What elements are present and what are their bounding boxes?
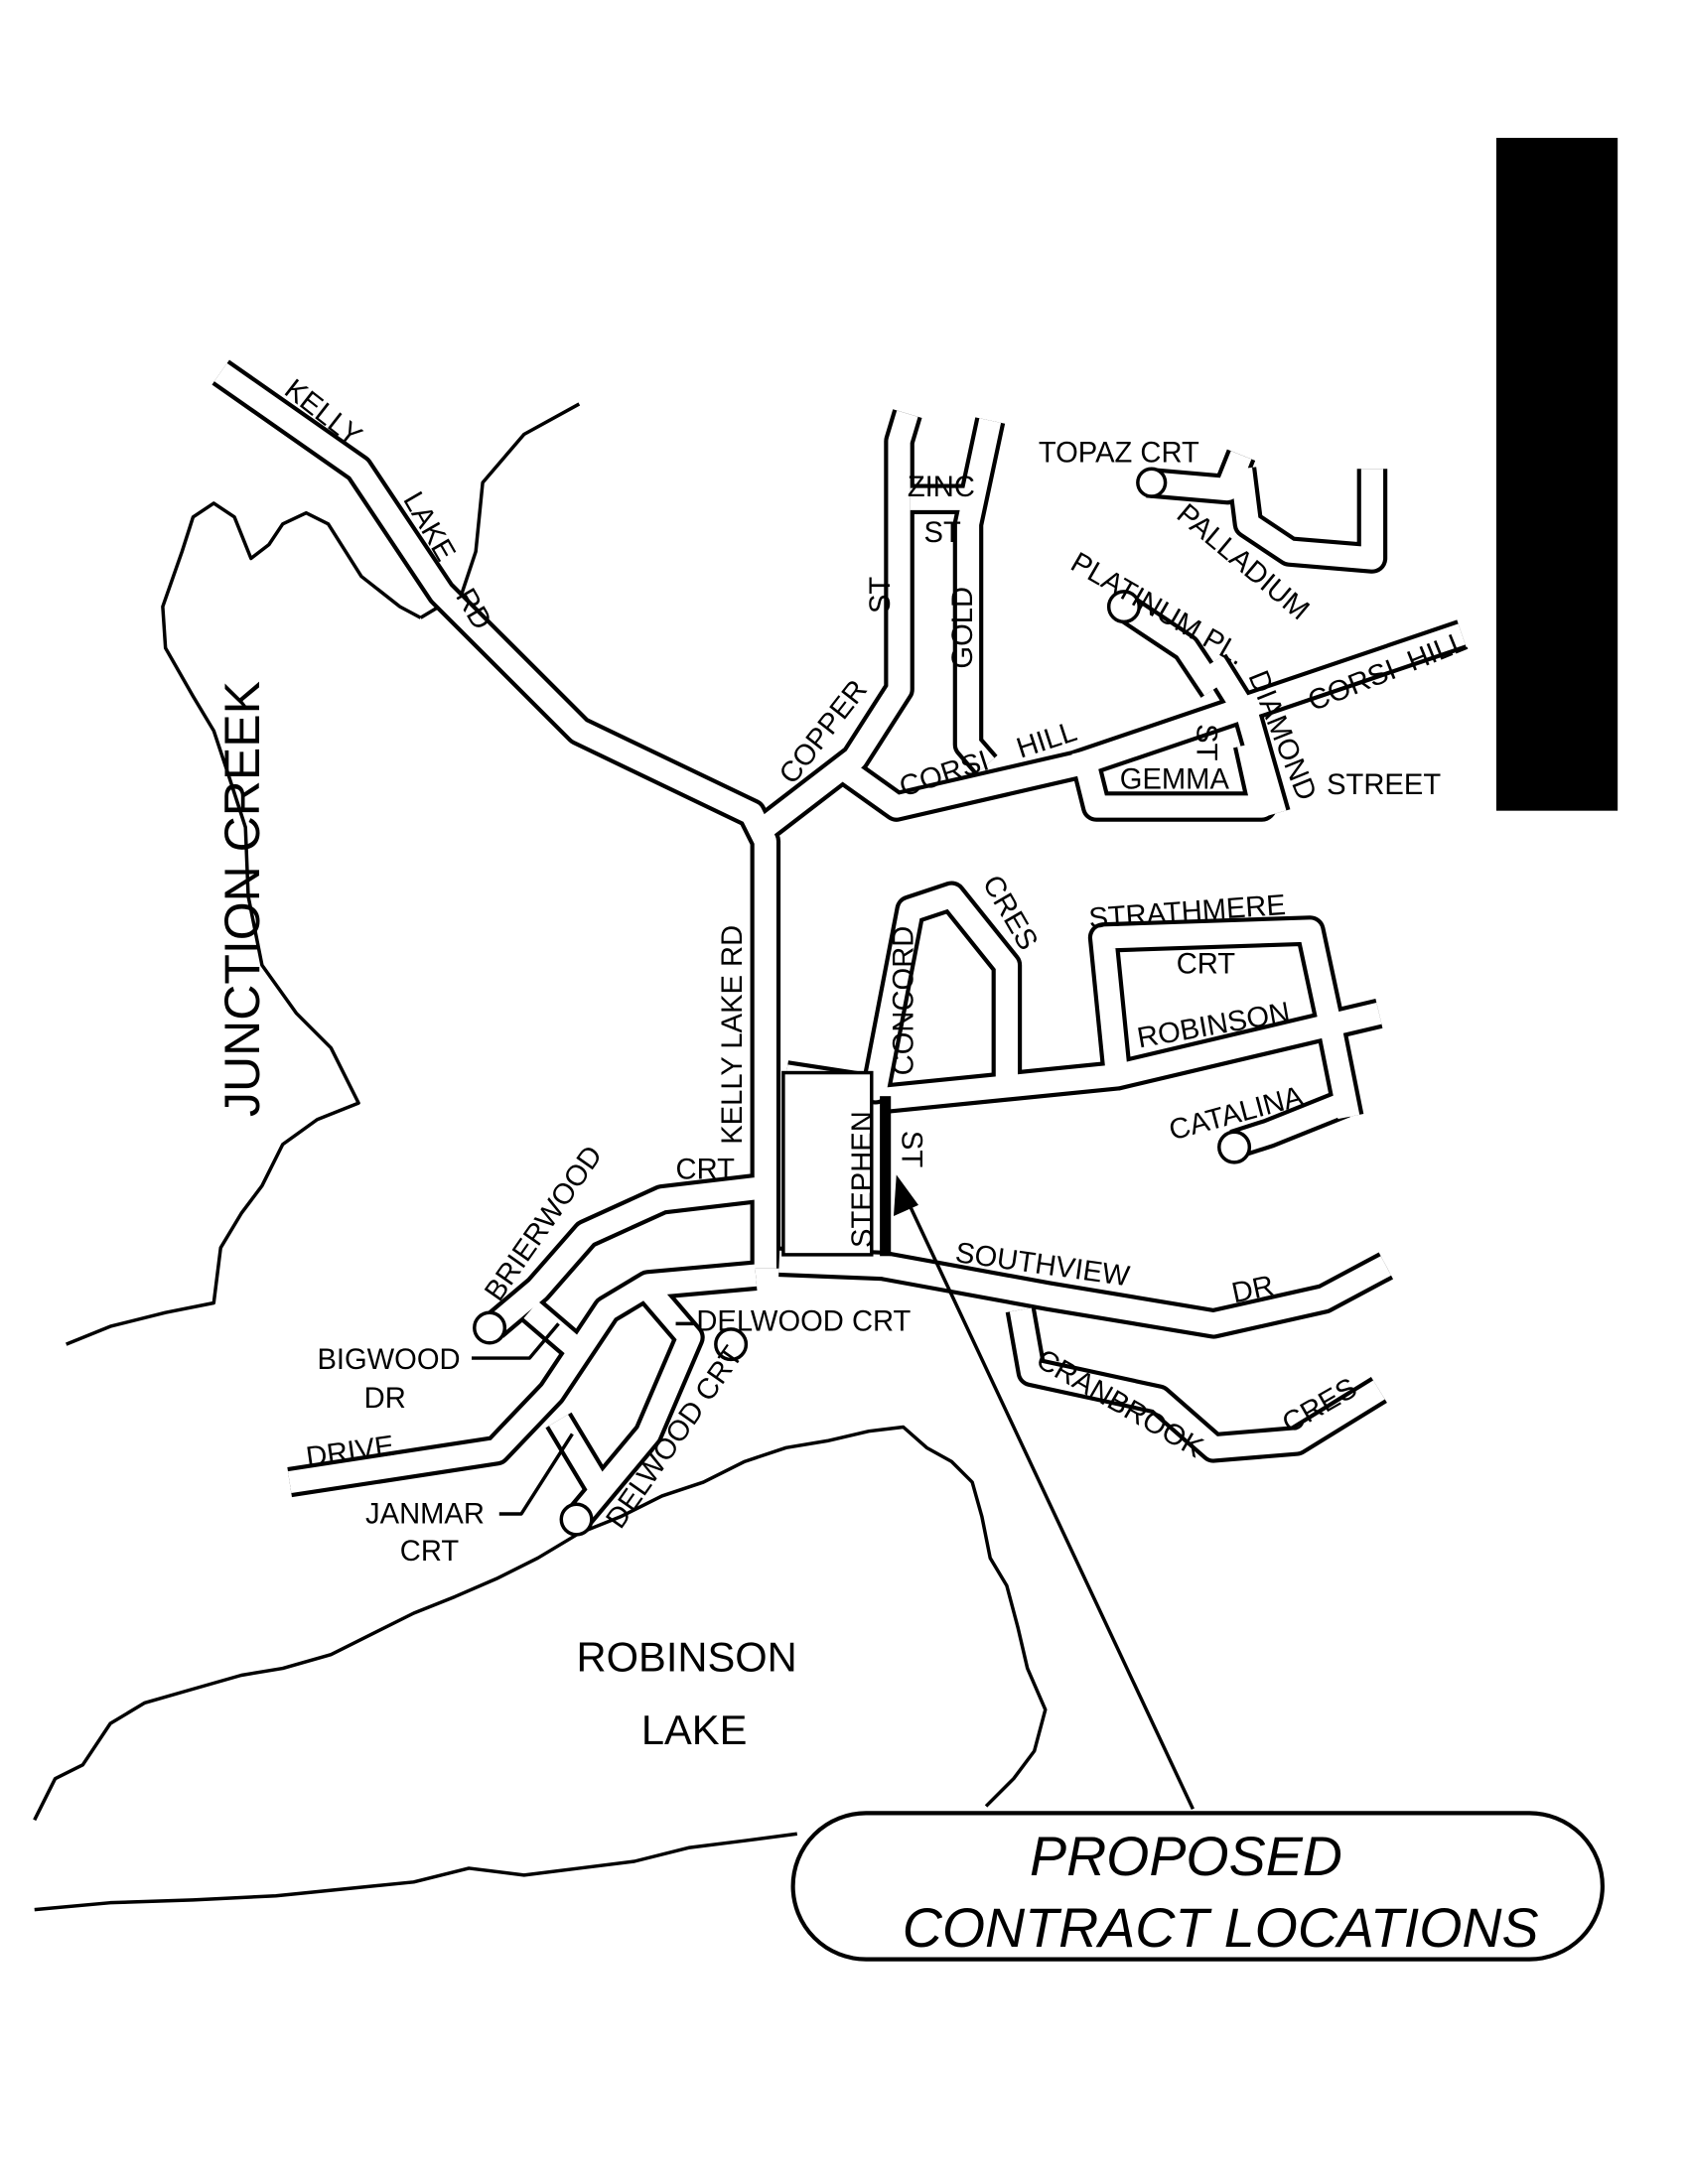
label-strathmere-crt: CRT bbox=[1177, 949, 1236, 981]
label-gemma-st: ST bbox=[1191, 724, 1222, 760]
callout-arrow-line bbox=[897, 1181, 1195, 1810]
label-stephen: STEPHEN bbox=[847, 1111, 879, 1248]
black-tab bbox=[1495, 137, 1618, 811]
proposed-contract-segment[interactable] bbox=[880, 1096, 892, 1257]
robinson-lake-shore bbox=[33, 1425, 1048, 1822]
road-network bbox=[211, 359, 1468, 1537]
label-street: STREET bbox=[1327, 769, 1441, 801]
proposed-contract-callout: PROPOSED CONTRACT LOCATIONS bbox=[790, 1811, 1605, 1962]
junction-creek-outline bbox=[66, 501, 422, 1346]
label-bigwood-dr: DR bbox=[364, 1383, 406, 1415]
label-hill-east: HILL bbox=[1403, 625, 1472, 678]
label-janmar: JANMAR bbox=[365, 1499, 485, 1531]
callout-line-2: CONTRACT LOCATIONS bbox=[903, 1897, 1539, 1959]
robinson-lake-south-shore bbox=[34, 1832, 798, 1912]
label-janmar-crt: CRT bbox=[400, 1536, 460, 1568]
label-gemma: GEMMA bbox=[1120, 763, 1230, 795]
label-delwood-crt: DELWOOD CRT bbox=[696, 1305, 911, 1337]
label-robinson-lake-1: ROBINSON bbox=[577, 1633, 797, 1680]
arrow-head-icon bbox=[894, 1174, 918, 1216]
label-bigwood: BIGWOOD bbox=[317, 1344, 460, 1376]
label-junction-creek: JUNCTION CREEK bbox=[214, 681, 270, 1117]
label-concord: CONCORD bbox=[888, 926, 919, 1076]
label-brierwood-crt: CRT bbox=[676, 1155, 736, 1186]
label-kelly-lake-rd: KELLY LAKE RD bbox=[717, 925, 749, 1145]
label-stephen-st: ST bbox=[895, 1131, 926, 1167]
label-robinson-lake-2: LAKE bbox=[641, 1706, 748, 1753]
label-copper-st: ST bbox=[865, 577, 897, 614]
janmar-leader bbox=[498, 1433, 574, 1516]
label-zinc: ZINC bbox=[908, 472, 975, 503]
label-topaz-crt: TOPAZ CRT bbox=[1039, 437, 1199, 469]
label-gold: GOLD bbox=[947, 587, 979, 669]
callout-line-1: PROPOSED bbox=[1030, 1826, 1342, 1887]
bigwood-leader bbox=[472, 1322, 560, 1360]
label-zinc-st: ST bbox=[924, 517, 961, 549]
